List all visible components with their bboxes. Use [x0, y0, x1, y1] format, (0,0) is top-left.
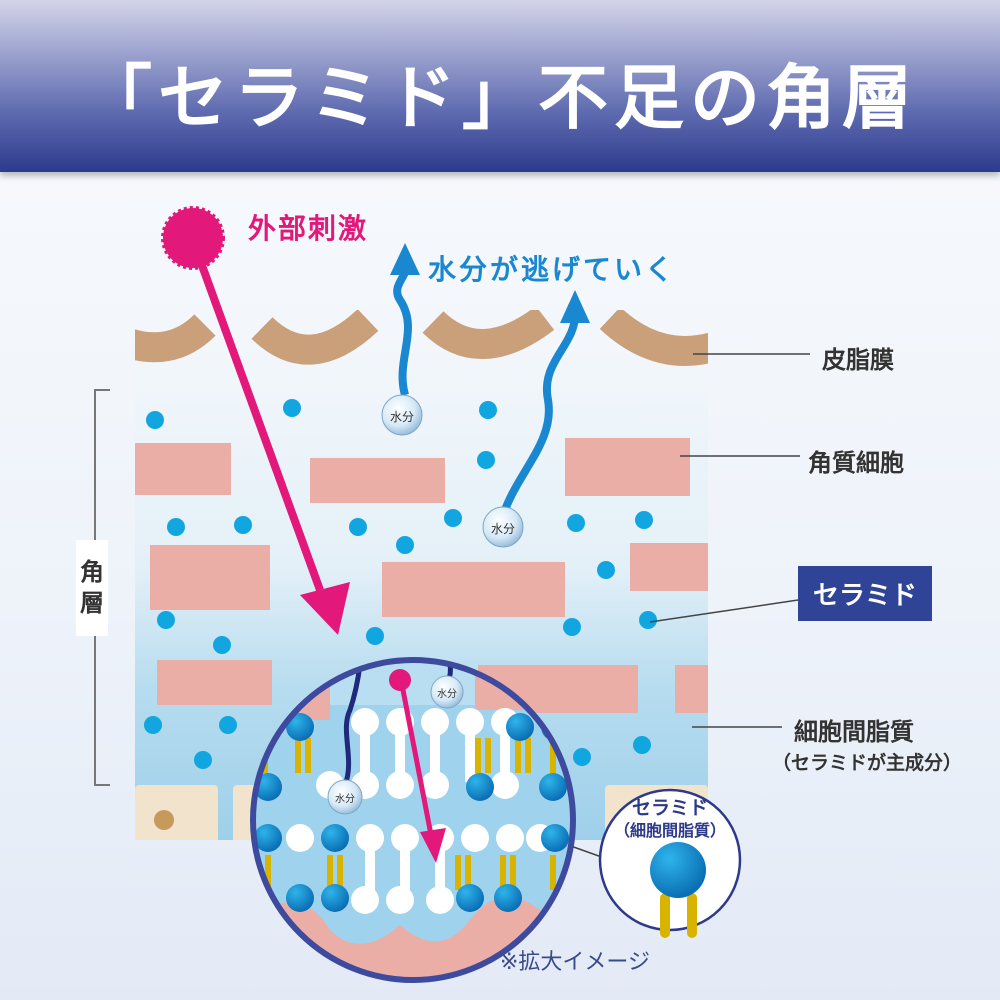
corneocyte-label: 角質細胞 — [808, 449, 904, 477]
stratum-corneum-label: 角 層 — [76, 540, 108, 636]
water-drop: 水分 — [482, 506, 524, 548]
magnified-view — [253, 660, 573, 980]
sebum-film-label: 皮脂膜 — [822, 346, 894, 374]
svg-text:水分: 水分 — [437, 688, 457, 700]
intercellular-lipid-label: 細胞間脂質 — [794, 718, 914, 746]
ceramide-inset-title: セラミド （細胞間脂質） — [613, 797, 726, 840]
svg-text:水分: 水分 — [335, 793, 355, 805]
header-banner: 「セラミド」不足の角層 — [0, 0, 1000, 172]
svg-text:水分: 水分 — [390, 410, 414, 424]
lipid-row-bottom — [254, 824, 569, 914]
ceramide-inset — [598, 788, 742, 938]
external-stimulus-label: 外部刺激 — [248, 212, 369, 245]
sebum-film — [135, 310, 708, 366]
page-title: 「セラミド」不足の角層 — [82, 57, 918, 139]
water-escape-arrows — [393, 263, 580, 512]
water-drop: 水分 — [381, 394, 423, 436]
ceramide-badge: セラミド — [798, 566, 932, 621]
magnified-note: ※拡大イメージ — [500, 950, 650, 975]
water-escaping-label: 水分が逃げていく — [428, 253, 677, 286]
svg-text:水分: 水分 — [491, 522, 515, 536]
leader-lines — [567, 353, 810, 861]
external-stimulus-arrow — [161, 206, 350, 635]
intercellular-lipid-sub-label: （セラミドが主成分） — [772, 752, 963, 774]
lipid-row-top — [254, 708, 569, 801]
ceramide-dots — [144, 399, 657, 769]
magnify-circle-border — [250, 657, 576, 983]
